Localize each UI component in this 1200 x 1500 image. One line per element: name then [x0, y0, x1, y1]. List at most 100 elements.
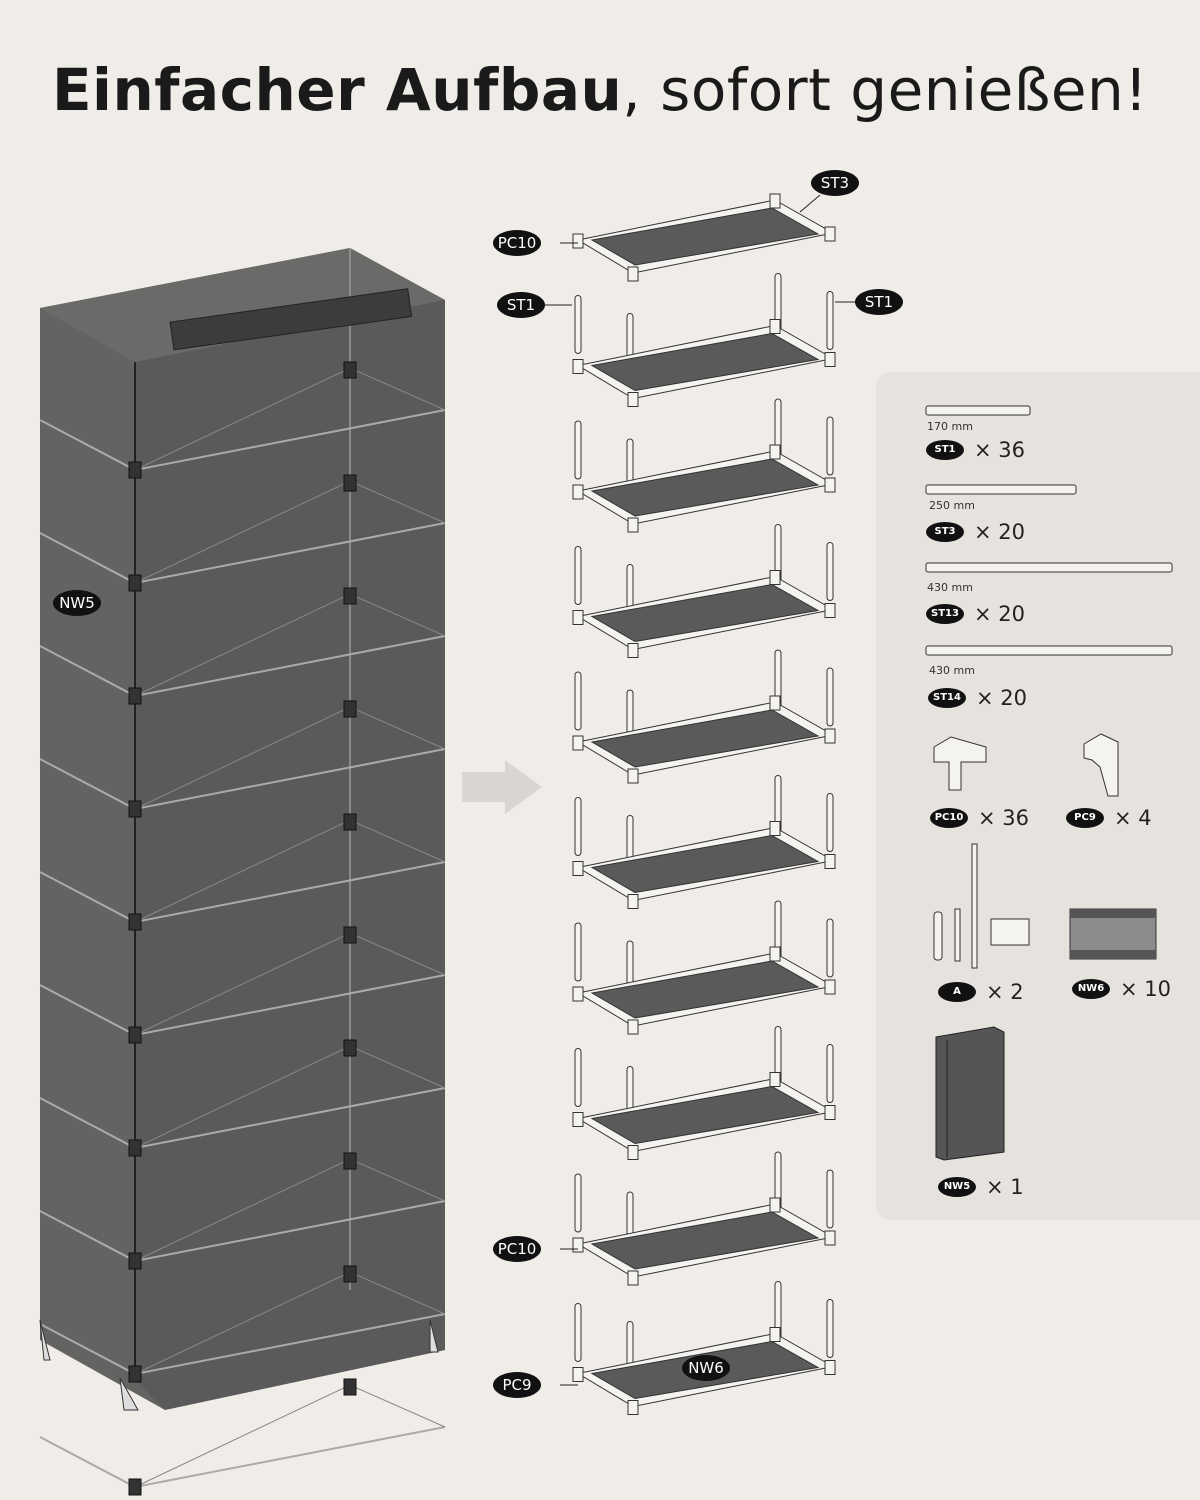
tube [826, 416, 834, 476]
callout-st3: ST3 [811, 170, 859, 196]
connector [769, 695, 781, 711]
connector [128, 461, 142, 479]
arrow-icon [462, 760, 542, 814]
wall-anchor-kit-icon [933, 843, 1030, 969]
connector [572, 735, 584, 751]
part-nw6: NW6× 10 [1072, 977, 1171, 1001]
connector [572, 610, 584, 625]
tube [574, 546, 582, 605]
headline: Einfacher Aufbau, sofort genießen! [51, 56, 1149, 124]
callout-pc10-bottom: PC10 [493, 1236, 541, 1262]
tube [826, 793, 834, 852]
tube [826, 1044, 834, 1103]
tube [574, 420, 582, 480]
connector [343, 1378, 357, 1396]
connector [343, 361, 357, 379]
connector [824, 979, 836, 995]
fabric-shelf [590, 709, 820, 768]
connector [824, 1360, 836, 1375]
connector [572, 1112, 584, 1127]
connector [128, 800, 142, 818]
fabric-shelf [590, 207, 820, 266]
assembled-cabinet [39, 248, 446, 1496]
shelf [572, 524, 836, 658]
connector [824, 226, 836, 242]
connector [572, 986, 584, 1002]
shelf [572, 649, 836, 784]
connector [627, 1145, 639, 1160]
shelf [572, 398, 836, 533]
connector [343, 926, 357, 944]
connector [627, 1019, 639, 1035]
part-st1: ST1× 36 [926, 438, 1025, 462]
part-a: A× 2 [938, 980, 1024, 1004]
connector [627, 392, 639, 407]
callout-st1-left: ST1 [497, 292, 545, 318]
tube [574, 1173, 582, 1233]
connector-pc9-icon [1083, 733, 1119, 797]
connector [627, 643, 639, 658]
tube [574, 1048, 582, 1107]
connector [769, 319, 781, 334]
tube [826, 291, 834, 350]
connector [128, 1026, 142, 1044]
shelf [572, 775, 836, 909]
connector [627, 768, 639, 784]
connector [128, 1252, 142, 1270]
connector [343, 587, 357, 605]
tube [826, 918, 834, 978]
shelf [572, 1151, 836, 1286]
tube [574, 797, 582, 856]
connector [343, 1039, 357, 1057]
connector [572, 1237, 584, 1253]
tube [826, 1299, 834, 1358]
part-dimension: 170 mm [927, 420, 973, 433]
connector [572, 1367, 584, 1382]
connector [824, 352, 836, 367]
connector [824, 728, 836, 744]
cover-nw5-icon [935, 1026, 1005, 1161]
connector [627, 266, 639, 282]
parts-list-panel: 170 mm ST1× 36 250 mm ST3× 20 430 mm ST1… [876, 372, 1200, 1220]
fabric-shelf [590, 1211, 820, 1270]
connector [128, 687, 142, 705]
fabric-shelf [590, 960, 820, 1019]
connector [128, 574, 142, 592]
fabric-shelf [590, 834, 820, 894]
shelf [572, 1281, 836, 1415]
tube [826, 1169, 834, 1229]
tube [826, 542, 834, 601]
part-pc10: PC10× 36 [930, 806, 1029, 830]
connector [128, 1139, 142, 1157]
fabric-shelf [590, 1085, 820, 1145]
connector [824, 1105, 836, 1120]
shelf [572, 193, 836, 282]
tube [574, 922, 582, 982]
connector [769, 193, 781, 209]
connector [824, 603, 836, 618]
connector [824, 1230, 836, 1246]
connector [769, 1197, 781, 1213]
connector [343, 474, 357, 492]
connector [824, 477, 836, 493]
tube-st14-icon [925, 645, 1173, 656]
connector [627, 894, 639, 909]
connector [769, 444, 781, 460]
connector [343, 1152, 357, 1170]
part-nw5: NW5× 1 [938, 1175, 1024, 1199]
connector [128, 913, 142, 931]
part-dimension: 430 mm [929, 664, 975, 677]
fabric-shelf [590, 332, 820, 392]
connector [572, 861, 584, 876]
part-st13: ST13× 20 [926, 602, 1025, 626]
connector [769, 946, 781, 962]
shelf [572, 273, 836, 407]
tube [574, 1303, 582, 1362]
part-dimension: 250 mm [929, 499, 975, 512]
connector [627, 517, 639, 533]
connector [824, 854, 836, 869]
callout-pc10-top: PC10 [493, 230, 541, 256]
fabric-shelf [590, 458, 820, 517]
tube-st1-icon [925, 405, 1031, 416]
callout-nw5: NW5 [53, 590, 101, 616]
